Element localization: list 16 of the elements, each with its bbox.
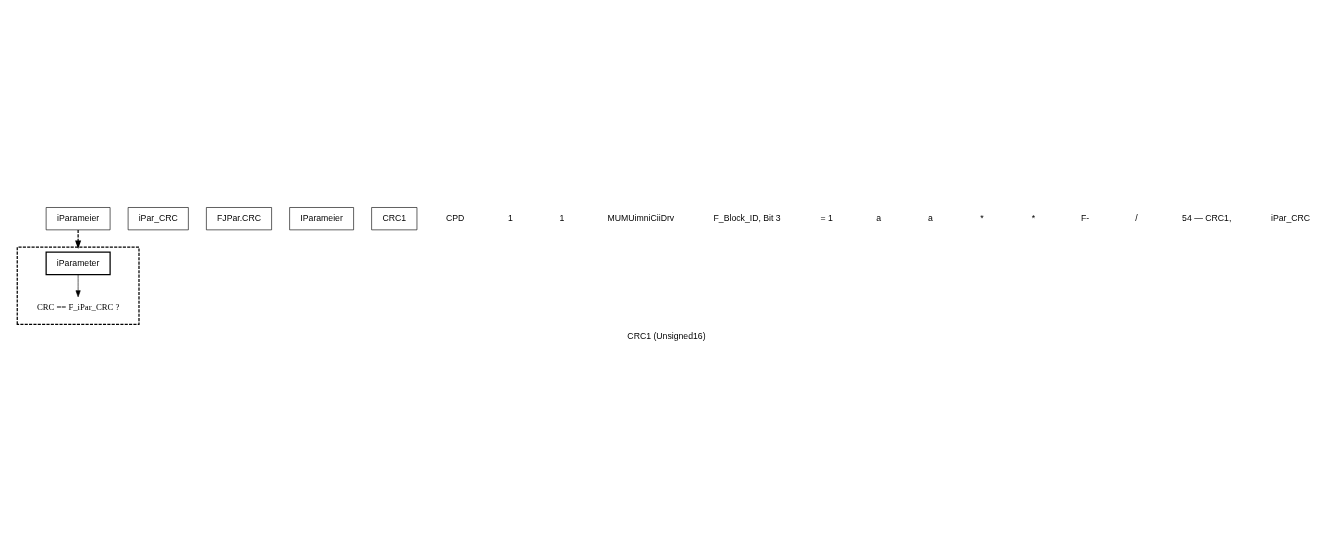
label: 1	[559, 212, 565, 223]
label: = 1	[820, 212, 833, 223]
label: *	[980, 212, 984, 223]
label: 54 — CRC1,	[1182, 212, 1232, 223]
label: *	[1031, 212, 1036, 223]
label: F_Block_ID, Bit 3	[713, 212, 781, 223]
label: 1	[508, 212, 513, 223]
label: MUMUimniCiiDrv	[607, 212, 675, 223]
caption: CRC1 (Unsigned16)	[627, 330, 706, 341]
label: CPD	[445, 212, 465, 223]
label: a	[927, 212, 933, 223]
label: a	[876, 212, 882, 223]
node-text: CRC == F_iPar_CRC ?	[36, 302, 120, 313]
label: iPar_CRC	[1271, 212, 1311, 223]
label: /	[1135, 212, 1138, 223]
label: F-	[1080, 212, 1090, 223]
